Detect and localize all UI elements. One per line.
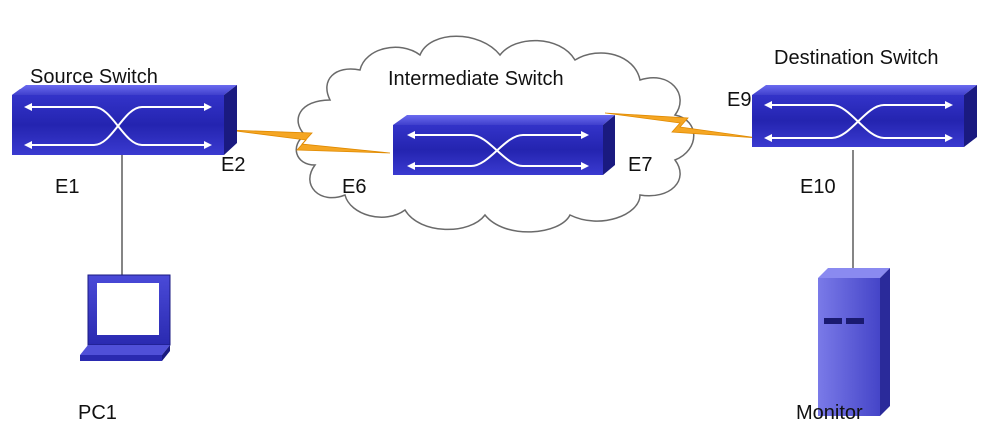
pc-icon (80, 274, 171, 361)
link-bolt-source-intermediate (227, 129, 391, 154)
destination-switch-icon (752, 85, 977, 147)
pc-label: PC1 (78, 402, 117, 424)
destination-switch-label: Destination Switch (774, 47, 939, 69)
source-switch-label: Source Switch (30, 66, 158, 88)
monitor-label: Monitor (796, 402, 863, 424)
port-label-e1: E1 (55, 176, 80, 198)
port-label-e7: E7 (628, 154, 653, 176)
port-label-e2: E2 (221, 154, 246, 176)
source-switch-icon (12, 85, 237, 155)
monitor-server-icon (818, 268, 890, 416)
port-label-e10: E10 (800, 176, 836, 198)
port-label-e9: E9 (727, 89, 752, 111)
intermediate-switch-icon (393, 115, 615, 175)
port-label-e6: E6 (342, 176, 367, 198)
intermediate-switch-label: Intermediate Switch (388, 68, 564, 90)
